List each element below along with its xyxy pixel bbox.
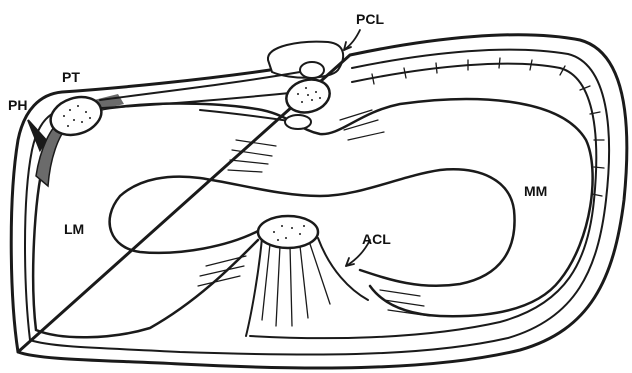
meniscus-outline [33, 99, 592, 337]
label-pcl: PCL [356, 11, 384, 27]
acl-structure [246, 216, 368, 336]
label-acl: ACL [362, 231, 391, 247]
label-lm: LM [64, 221, 84, 237]
fiber-striations [198, 110, 430, 316]
label-ph: PH [8, 97, 27, 113]
label-mm: MM [524, 183, 547, 199]
label-pt: PT [62, 69, 80, 85]
ph-arrow [28, 120, 46, 150]
